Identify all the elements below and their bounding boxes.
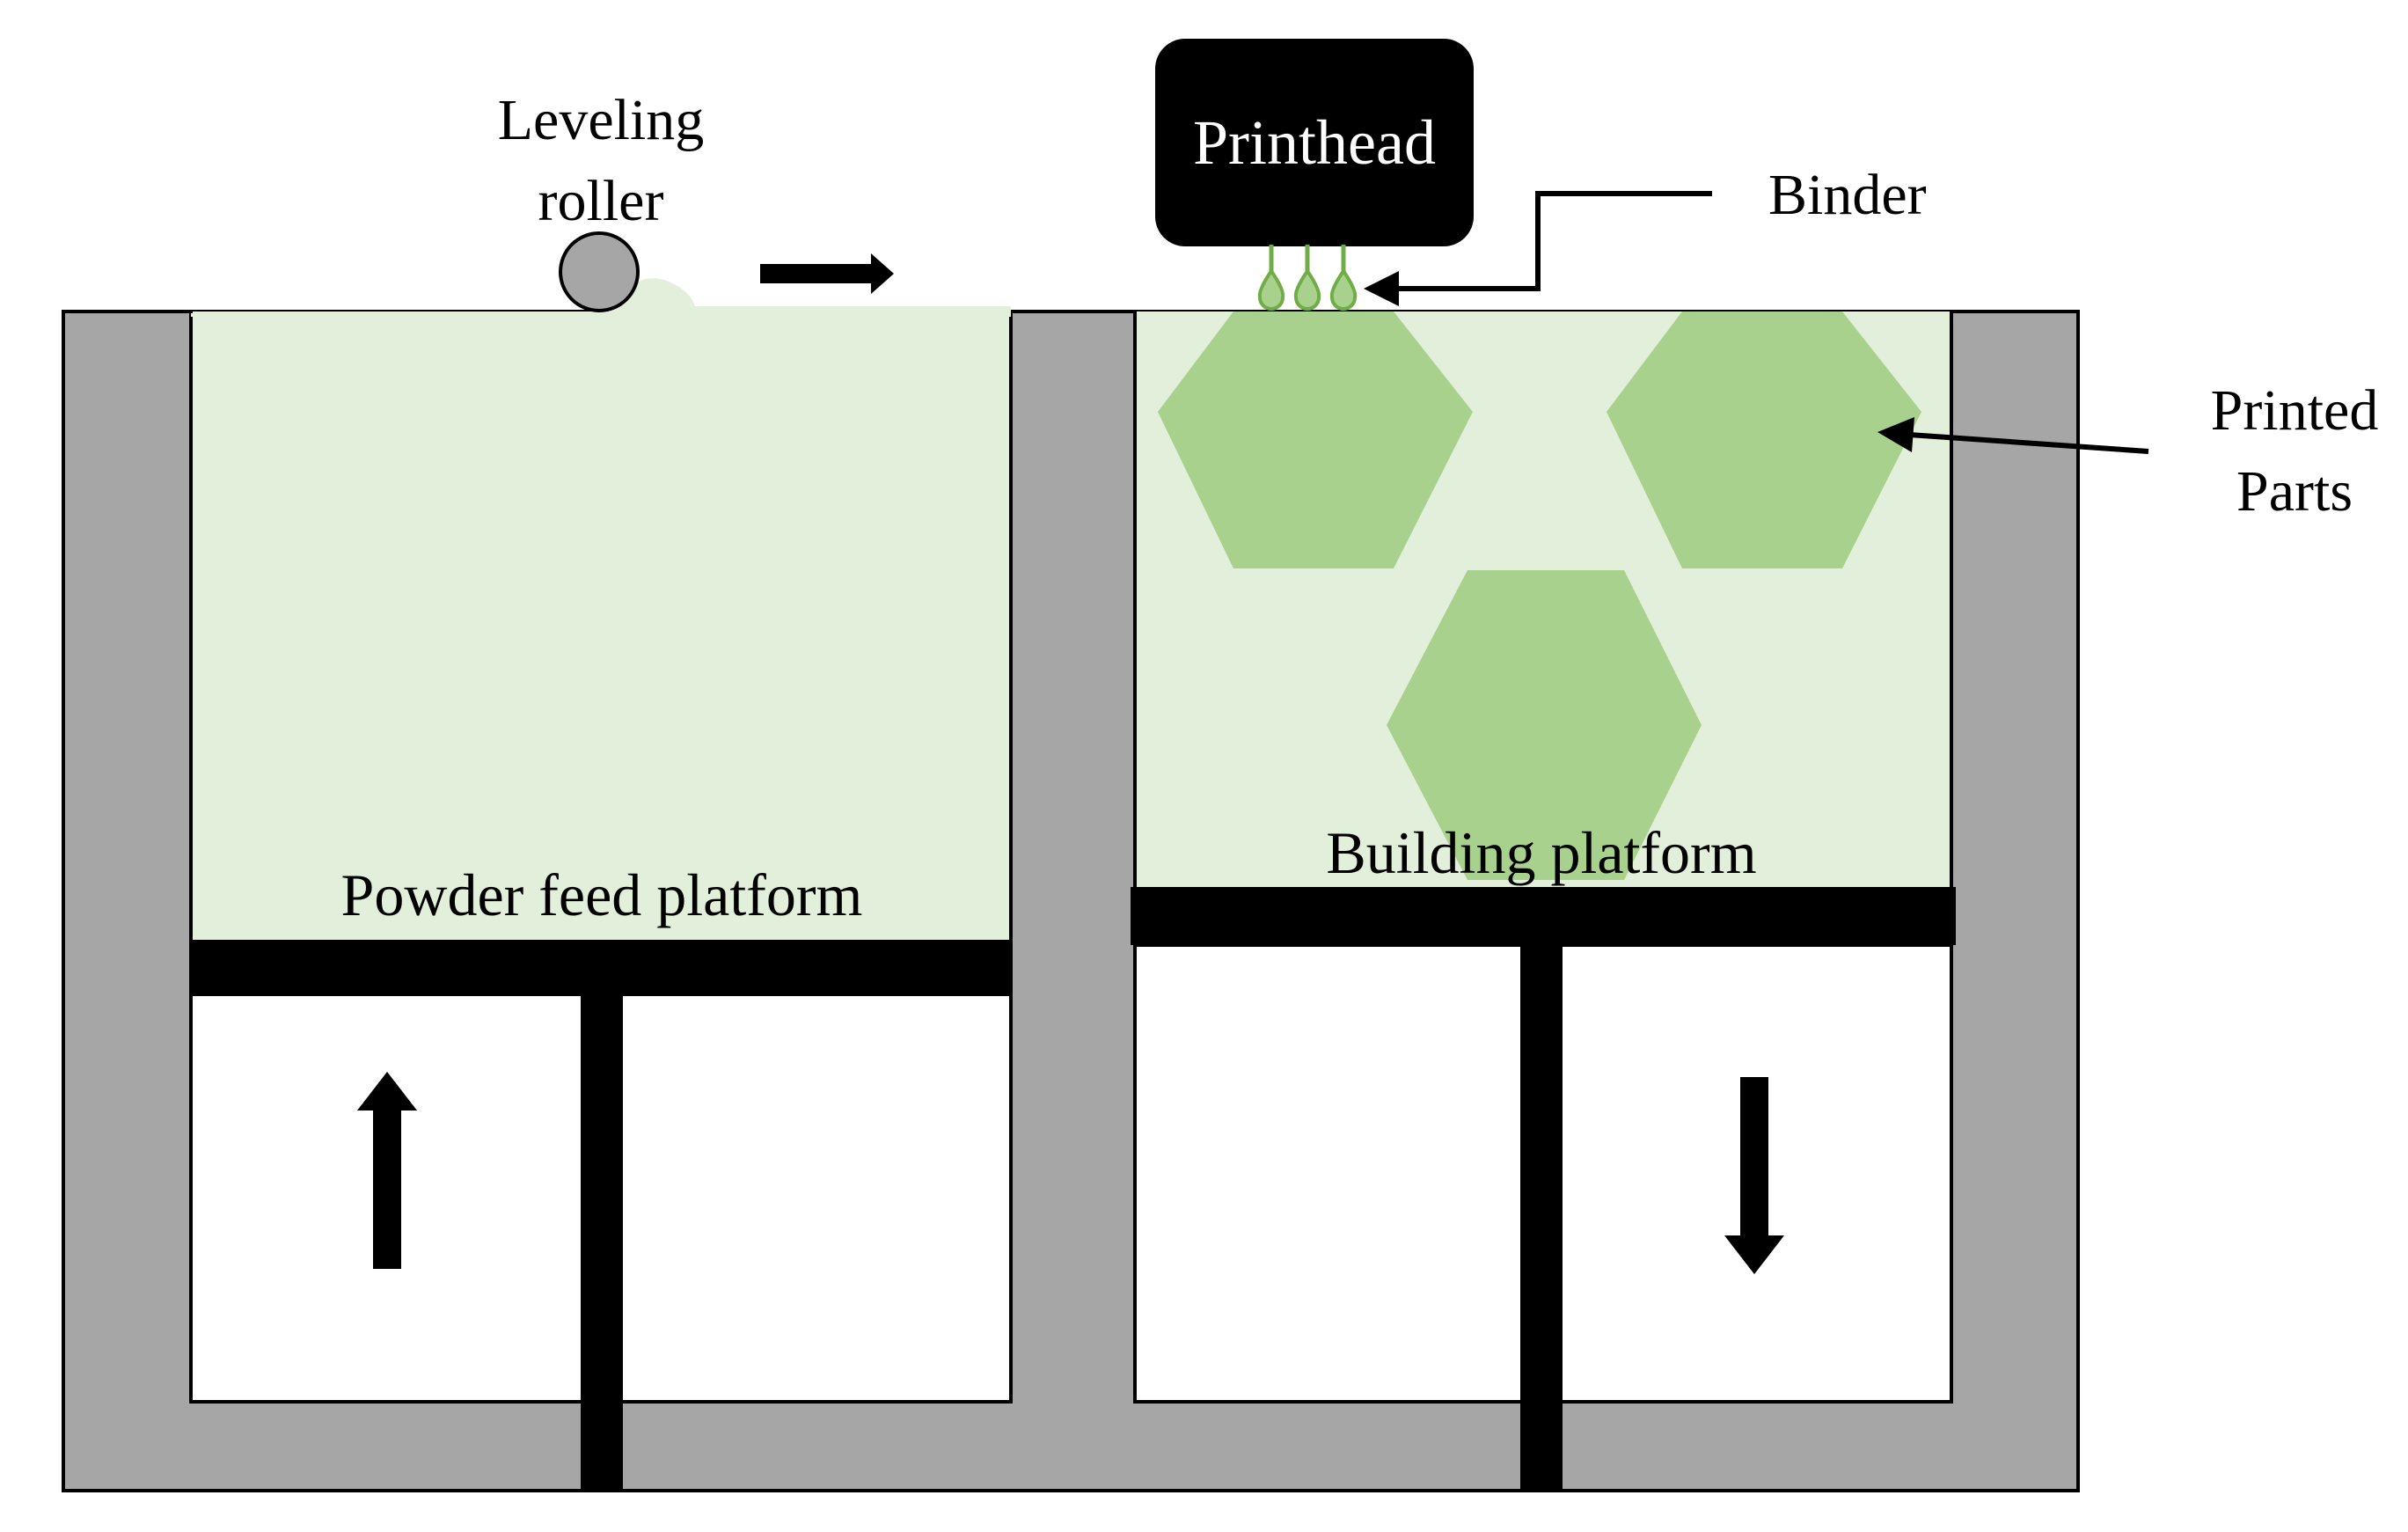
powder-feed-chamber <box>189 312 1013 1491</box>
printed-parts-leader-line <box>1908 432 2149 454</box>
leveling-roller-label: roller <box>538 169 664 233</box>
printed-parts-label: Printed <box>2211 378 2379 443</box>
printhead-label: Printhead <box>1193 107 1436 178</box>
building-chamber <box>1131 312 1956 1491</box>
powder-heap <box>191 278 1011 317</box>
powder-feed-platform-label: Powder feed platform <box>341 861 863 928</box>
leveling-roller-label: Leveling <box>498 88 705 152</box>
leveling-roller: Leveling roller <box>498 88 894 312</box>
printed-part-hexagon <box>1387 570 1702 880</box>
arrow-up-icon <box>357 1072 417 1269</box>
building-platform-label: Building platform <box>1326 819 1756 886</box>
printed-parts-callout: Printed Parts <box>1877 378 2378 524</box>
powder-feed-piston-rod <box>581 994 623 1491</box>
binder-label: Binder <box>1768 163 1927 227</box>
building-platform-plate <box>1131 887 1956 945</box>
powder-feed-powder <box>191 312 1011 940</box>
binder-drops <box>1257 245 1358 311</box>
printhead: Printhead <box>1155 39 1474 311</box>
building-piston-rod <box>1520 945 1563 1491</box>
printed-parts-label: Parts <box>2236 459 2353 524</box>
arrow-right-icon <box>760 253 894 294</box>
printhead-body <box>1155 39 1474 246</box>
powder-feed-platform-plate <box>191 940 1011 994</box>
binder-drop-icon <box>1293 268 1321 311</box>
arrow-down-icon <box>1724 1077 1784 1274</box>
arrow-left-icon <box>1364 271 1399 306</box>
binder-callout: Binder <box>1364 163 1927 306</box>
printed-part-hexagon <box>1607 312 1921 568</box>
binder-drop-icon <box>1329 268 1358 311</box>
binder-drop-icon <box>1257 268 1285 311</box>
roller-icon <box>559 231 640 312</box>
binder-leader-line <box>1394 191 1712 291</box>
printed-part-hexagon <box>1158 312 1473 568</box>
arrow-left-icon <box>1877 417 1914 452</box>
